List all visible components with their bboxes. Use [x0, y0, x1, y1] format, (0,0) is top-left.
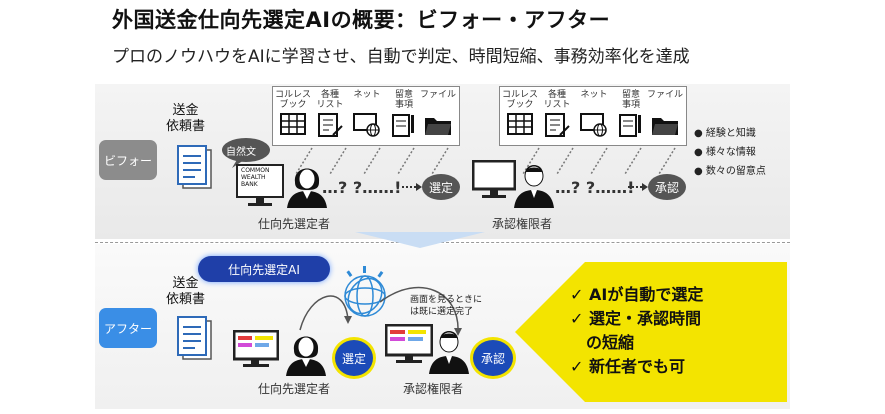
transition-chevron-icon — [355, 232, 485, 248]
info-flow-arrows-left — [282, 146, 452, 180]
source-label: 留意 事項 — [395, 90, 413, 110]
selector-role-label: 仕向先選定者 — [258, 215, 330, 232]
page-title: 外国送金仕向先選定AIの概要：ビフォー・アフター — [112, 4, 610, 34]
source-label: コルレス ブック — [275, 90, 311, 110]
arrow-right-icon — [402, 180, 422, 194]
document-icon — [177, 145, 213, 191]
benefit-item: ✓ AIが自動で選定 — [570, 283, 703, 307]
source-label: ファイル — [647, 90, 683, 100]
checklist-icon — [317, 113, 343, 137]
monitor-screen-icon — [233, 330, 279, 370]
approve-step-badge: 承認 — [648, 174, 686, 200]
approver-role-label: 承認権限者 — [403, 380, 463, 397]
remittance-form-label: 送金 依頼書 — [166, 276, 205, 308]
source-label: 各種 リスト — [543, 90, 570, 110]
completion-note: 画面を見るときに は既に選定完了 — [410, 294, 482, 318]
source-internet: ネット — [349, 90, 385, 137]
selector-role-label: 仕向先選定者 — [258, 380, 330, 397]
person-male-icon — [511, 158, 557, 208]
table-grid-icon — [507, 113, 533, 135]
page-subtitle: プロのノウハウをAIに学習させ、自動で判定、時間短縮、事務効率化を達成 — [112, 42, 690, 67]
source-files: ファイル — [647, 90, 683, 137]
source-label: 留意 事項 — [622, 90, 640, 110]
approve-step-badge: 承認 — [470, 337, 516, 379]
benefits-list: ✓ AIが自動で選定 ✓ 選定・承認時間 の短縮 ✓ 新任者でも可 — [570, 283, 703, 379]
table-grid-icon — [280, 113, 306, 135]
natural-text-label: 自然文 — [226, 143, 256, 158]
globe-browser-icon — [353, 113, 381, 137]
person-male-icon — [426, 324, 472, 374]
bullet-item: ● 数々の留意点 — [694, 162, 766, 181]
source-label: コルレス ブック — [502, 90, 538, 110]
before-phase-badge: ビフォー — [99, 140, 157, 180]
source-label: ネット — [580, 90, 607, 100]
select-step-badge: 選定 — [422, 174, 460, 200]
checklist-icon — [544, 113, 570, 137]
source-various-lists: 各種 リスト — [312, 90, 348, 137]
benefit-item: ✓ 新任者でも可 — [570, 355, 703, 379]
bullet-item: ● 経験と知識 — [694, 124, 766, 143]
benefit-item: の短縮 — [570, 331, 703, 355]
select-step-badge: 選定 — [332, 337, 376, 379]
remittance-form-label: 送金 依頼書 — [166, 103, 205, 135]
document-icon — [177, 316, 213, 362]
after-phase-badge: アフター — [99, 308, 157, 348]
source-label: ネット — [353, 90, 380, 100]
monitor-screen-text: COMMON WEALTH BANK — [241, 167, 269, 188]
knowledge-bullet-list: ● 経験と知識 ● 様々な情報 ● 数々の留意点 — [694, 124, 766, 181]
source-internet: ネット — [576, 90, 612, 137]
flow-marks-left: …? ?……! — [322, 178, 401, 197]
monitor-icon — [472, 160, 516, 202]
flow-marks-right: …? ?……! — [555, 178, 634, 197]
arrow-right-icon — [628, 180, 648, 194]
person-female-icon — [283, 328, 329, 376]
source-label: ファイル — [420, 90, 456, 100]
source-files: ファイル — [420, 90, 456, 137]
source-label: 各種 リスト — [316, 90, 343, 110]
folder-icon — [651, 113, 679, 137]
source-notes: 留意 事項 — [613, 90, 649, 137]
folder-icon — [424, 113, 452, 137]
globe-browser-icon — [580, 113, 608, 137]
source-various-lists: 各種 リスト — [539, 90, 575, 137]
clipboard-pen-icon — [618, 113, 644, 137]
benefit-item: ✓ 選定・承認時間 — [570, 307, 703, 331]
source-notes: 留意 事項 — [386, 90, 422, 137]
source-correspondent-book: コルレス ブック — [502, 90, 538, 135]
source-correspondent-book: コルレス ブック — [275, 90, 311, 135]
bullet-item: ● 様々な情報 — [694, 143, 766, 162]
approver-role-label: 承認権限者 — [492, 215, 552, 232]
clipboard-pen-icon — [391, 113, 417, 137]
